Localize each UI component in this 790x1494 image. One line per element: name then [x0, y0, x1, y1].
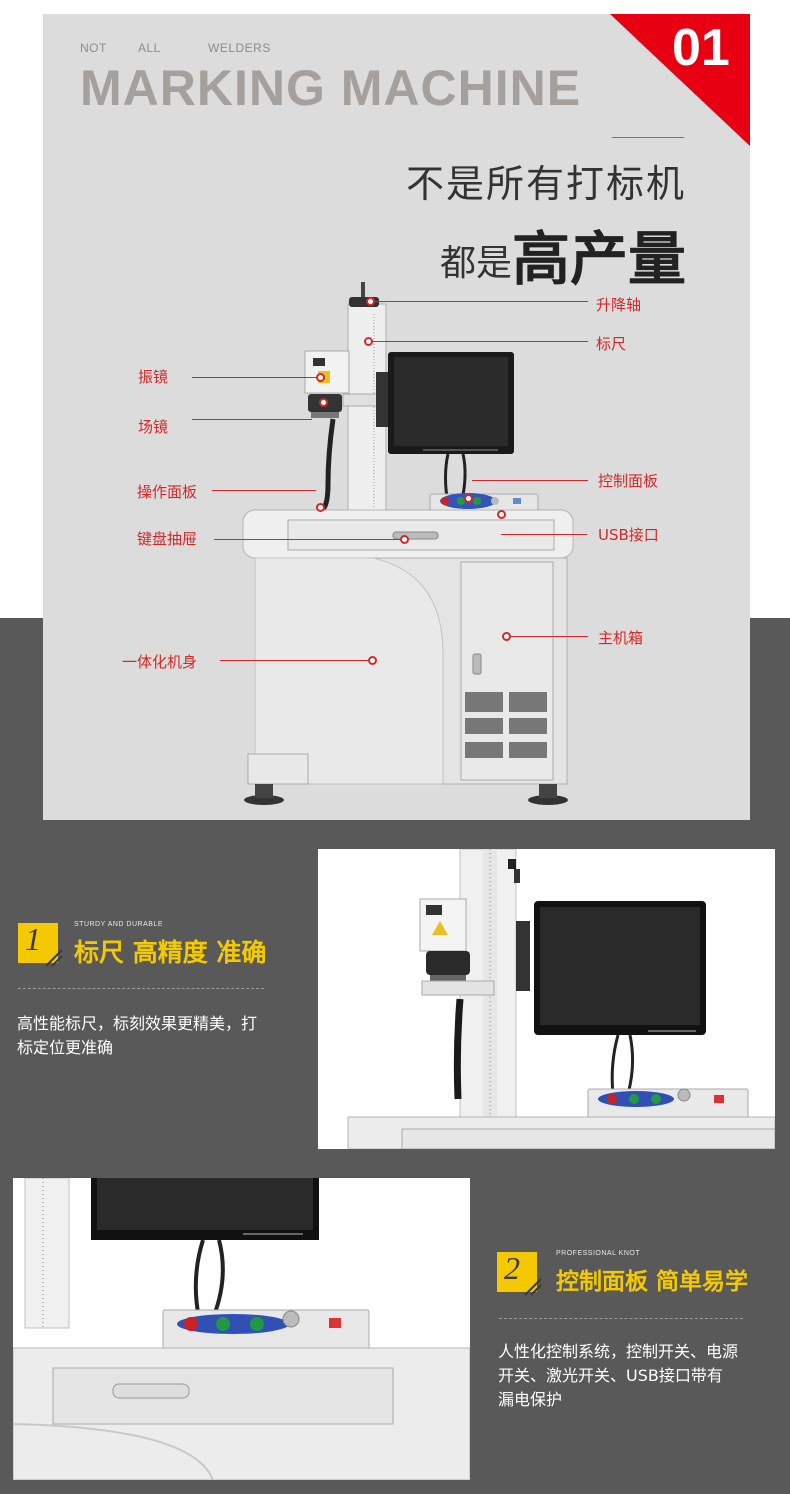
callout-line	[192, 419, 312, 420]
section1-title: 标尺 高精度 准确	[74, 938, 267, 967]
label-ruler: 标尺	[596, 335, 627, 353]
callout-line	[472, 480, 588, 481]
section1-desc-line2: 标定位更准确	[17, 1038, 114, 1057]
section2-number-badge: 2	[497, 1250, 537, 1292]
label-main-box: 主机箱	[598, 629, 644, 647]
control-panel-closeup-photo	[13, 1178, 470, 1480]
callout-line	[372, 341, 588, 342]
small-word-all: ALL	[138, 41, 161, 55]
diagonal-stripes-icon	[45, 949, 63, 967]
title-divider	[612, 137, 684, 138]
small-word-welders: WELDERS	[208, 41, 271, 55]
callout-line	[192, 377, 318, 378]
callout-line	[212, 490, 316, 491]
hero-panel	[43, 14, 750, 820]
marking-machine-illustration	[242, 282, 574, 805]
callout-line	[501, 534, 587, 535]
hero-slogan-line2: 都是高产量	[440, 212, 686, 296]
section2-desc-line2: 开关、激光开关、USB接口带有	[498, 1366, 723, 1385]
hero-title: MARKING MACHINE	[80, 60, 582, 116]
callout-line	[220, 660, 368, 661]
label-integrated-body: 一体化机身	[122, 653, 198, 671]
callout-dot	[316, 503, 325, 512]
control-panel-closeup-image	[13, 1178, 470, 1480]
section1-desc-line1: 高性能标尺，标刻效果更精美，打	[17, 1014, 258, 1033]
callout-dot	[497, 510, 506, 519]
callout-line	[374, 301, 588, 302]
badge-number: 01	[672, 19, 730, 77]
section2-number: 2	[504, 1250, 520, 1286]
section2-desc: 人性化控制系统，控制开关、电源 开关、激光开关、USB接口带有 漏电保护	[498, 1340, 788, 1412]
section1-number: 1	[25, 921, 41, 957]
callout-dot	[316, 373, 325, 382]
small-word-not: NOT	[80, 41, 107, 55]
section2-title: 控制面板 简单易学	[556, 1269, 749, 1295]
section2-desc-line3: 漏电保护	[498, 1390, 563, 1409]
section1-small-caption: STURDY AND DURABLE	[74, 921, 164, 928]
ruler-closeup-image	[318, 849, 775, 1149]
label-operation-panel: 操作面板	[137, 483, 198, 501]
callout-line	[214, 539, 400, 540]
label-galvo: 振镜	[138, 368, 169, 386]
label-lift-axis: 升降轴	[596, 296, 642, 314]
section2-small-caption: PROFESSIONAL KNOT	[556, 1250, 641, 1257]
slogan-bold: 高产量	[511, 225, 686, 293]
section2-desc-line1: 人性化控制系统，控制开关、电源	[498, 1342, 739, 1361]
section1-number-badge: 1	[18, 921, 58, 963]
callout-dot	[464, 494, 473, 503]
label-usb-port: USB接口	[598, 526, 659, 544]
callout-dot	[400, 535, 409, 544]
section1-divider	[18, 988, 264, 989]
callout-dot	[319, 398, 328, 407]
ruler-closeup-photo	[318, 849, 775, 1149]
callout-dot	[368, 656, 377, 665]
label-keyboard-drawer: 键盘抽屉	[137, 530, 198, 548]
diagonal-stripes-icon	[524, 1278, 542, 1296]
label-field-lens: 场镜	[138, 418, 169, 436]
callout-line	[510, 636, 588, 637]
hero-slogan-line1: 不是所有打标机	[405, 162, 686, 206]
section1-desc: 高性能标尺，标刻效果更精美，打 标定位更准确	[17, 1012, 307, 1060]
slogan-prefix: 都是	[439, 243, 512, 284]
section2-divider	[499, 1318, 743, 1319]
number-01-badge	[610, 14, 750, 146]
label-control-panel: 控制面板	[598, 472, 659, 490]
